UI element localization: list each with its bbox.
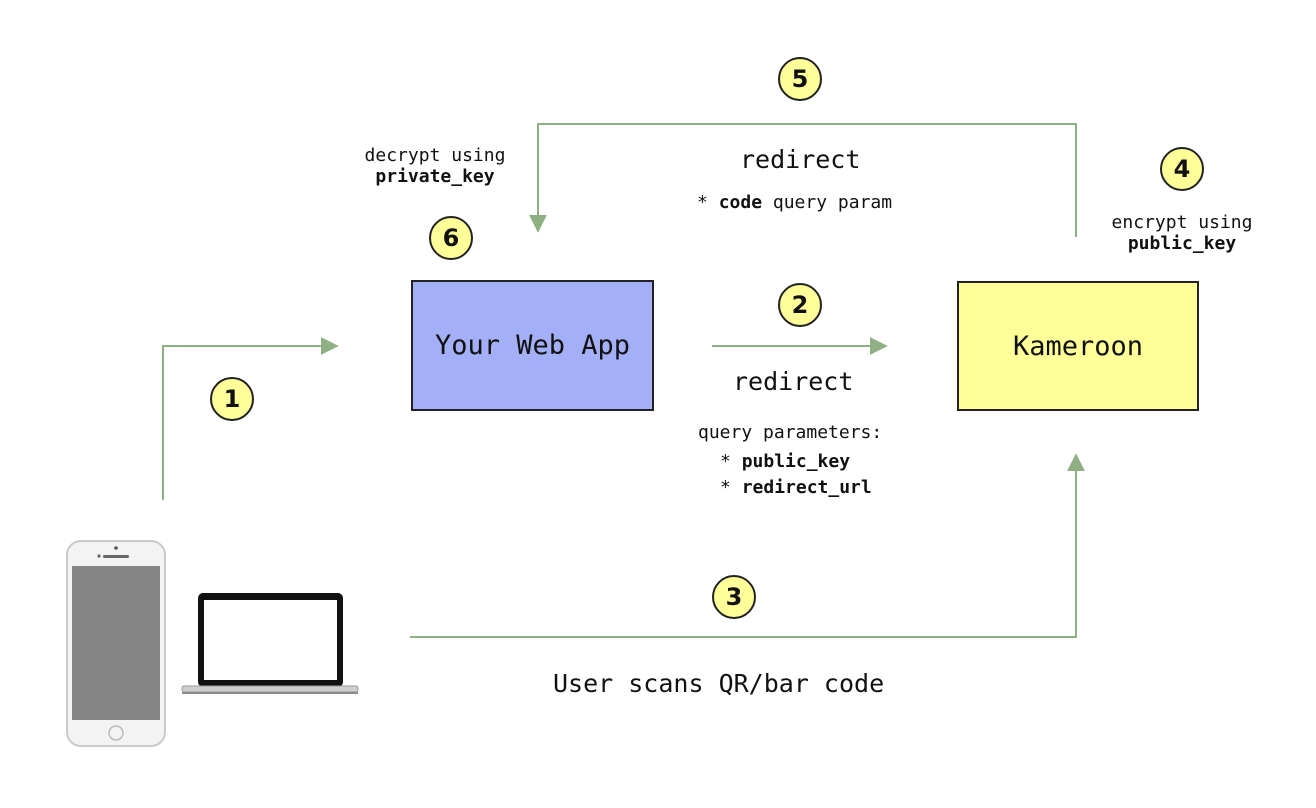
step5-param: * code query param — [697, 192, 892, 213]
step6-label: decrypt using private_key — [348, 145, 522, 187]
step4-key: public_key — [1127, 233, 1237, 254]
bullet: * — [697, 192, 719, 213]
step-badge-4: 4 — [1160, 147, 1204, 191]
step2-param-row: * redirect_url — [720, 477, 872, 498]
web-app-box: Your Web App — [411, 280, 654, 411]
step5-param-code: code — [718, 192, 763, 213]
phone-icon — [66, 540, 166, 747]
step-badge-6: 6 — [429, 216, 473, 260]
web-app-label: Your Web App — [434, 330, 631, 361]
step-badge-2: 2 — [778, 283, 822, 327]
step2-title: redirect — [733, 367, 854, 396]
kameroon-label: Kameroon — [1012, 330, 1144, 362]
arrow-step-5 — [529, 123, 1077, 237]
arrow-step-1 — [162, 337, 339, 500]
step2-intro: query parameters: — [698, 422, 883, 443]
param-public-key: public_key — [741, 451, 851, 472]
bullet: * — [720, 477, 742, 498]
step-badge-3: 3 — [712, 575, 756, 619]
step-badge-1: 1 — [210, 377, 254, 421]
laptop-icon — [181, 593, 359, 694]
bullet: * — [720, 451, 742, 472]
kameroon-box: Kameroon — [957, 281, 1199, 411]
step3-caption: User scans QR/bar code — [553, 669, 885, 698]
param-redirect-url: redirect_url — [741, 477, 872, 498]
step4-label: encrypt using public_key — [1098, 212, 1266, 254]
step5-param-suffix: query param — [762, 192, 893, 213]
step6-line1: decrypt using — [364, 145, 506, 166]
step4-line1: encrypt using — [1111, 212, 1253, 233]
step2-param-row: * public_key — [720, 451, 850, 472]
step5-title: redirect — [740, 145, 861, 174]
step-badge-5: 5 — [778, 57, 822, 101]
arrow-step-3 — [410, 453, 1085, 638]
step6-key: private_key — [375, 166, 495, 187]
